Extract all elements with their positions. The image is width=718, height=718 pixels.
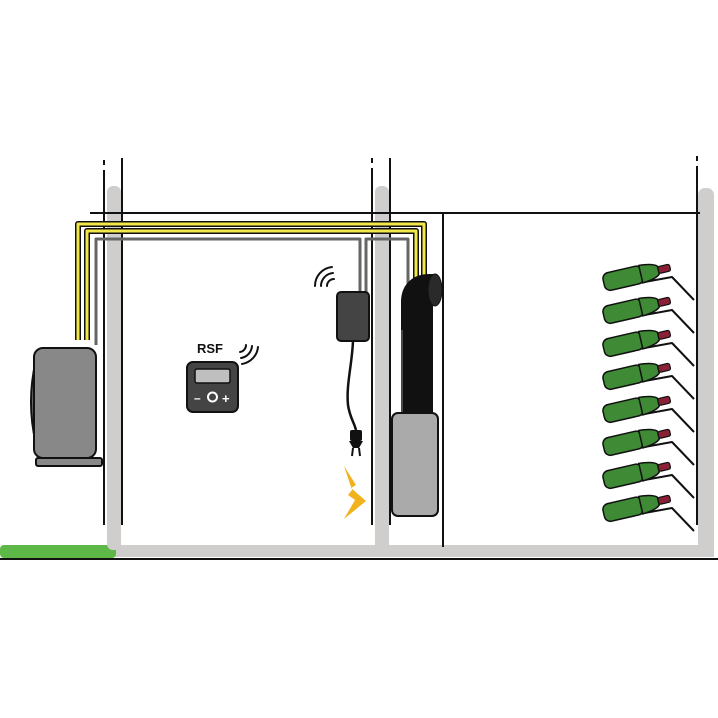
ground	[0, 545, 718, 560]
wall-middle	[371, 158, 391, 550]
thermostat-minus: –	[194, 391, 201, 405]
wall-left	[103, 158, 123, 550]
lightning-bolt-icon	[344, 466, 366, 519]
wine-bottle	[602, 296, 672, 325]
wine-bottle	[602, 494, 672, 523]
air-duct-icon	[401, 273, 443, 430]
thermostat-label: RSF	[197, 341, 223, 356]
refrigerant-lines	[75, 221, 427, 340]
thermostat-plus: +	[222, 391, 230, 406]
wine-bottle	[602, 329, 672, 358]
outdoor-condensing-unit-icon	[30, 347, 103, 467]
grass-ground-icon	[0, 545, 116, 558]
control-cables	[94, 237, 410, 345]
wireless-signal-icon	[239, 344, 259, 365]
power-plug-icon	[346, 340, 363, 457]
wine-bottle	[602, 428, 672, 457]
thermostat-icon: RSF – +	[186, 341, 239, 413]
wine-bottle	[602, 395, 672, 424]
receiver-wireless-icon	[313, 266, 335, 287]
wine-bottle	[602, 263, 672, 292]
wine-bottle-rack-icon	[602, 263, 695, 532]
wall-right	[696, 156, 714, 550]
wine-bottle	[602, 362, 672, 391]
wine-bottle	[602, 461, 672, 490]
evaporator-unit-icon	[391, 412, 439, 517]
receiver-box-icon	[336, 291, 370, 342]
